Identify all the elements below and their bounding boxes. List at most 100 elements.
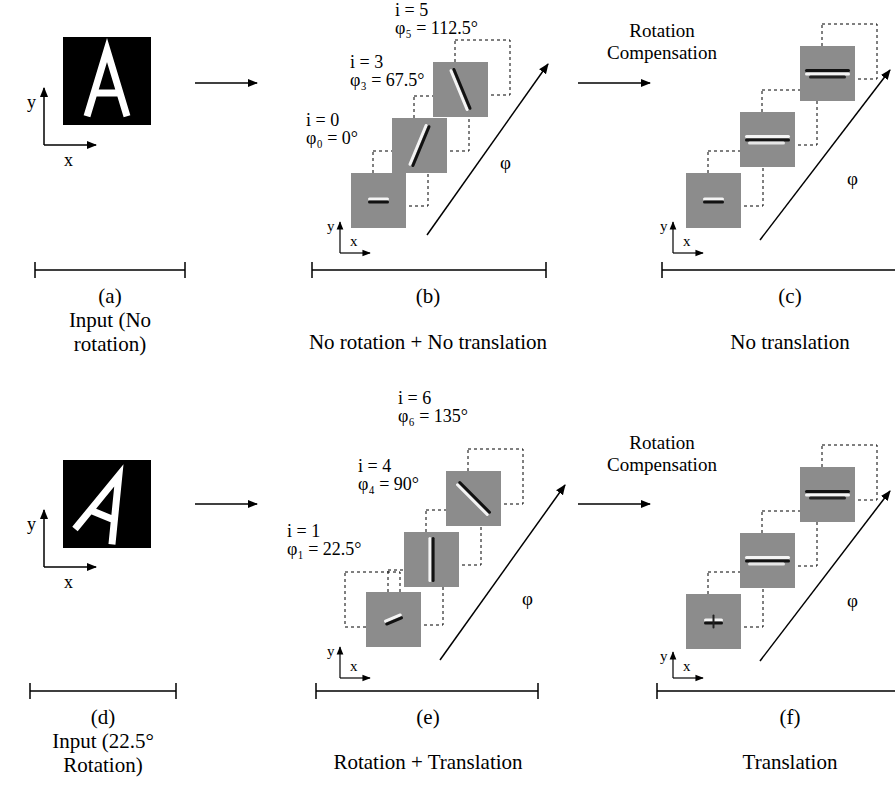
index-label: i = 0 <box>306 110 339 131</box>
letter-a-rotated <box>77 468 136 541</box>
bar-dark <box>807 69 849 72</box>
x-axis <box>44 144 96 146</box>
axis-label: x <box>683 658 691 675</box>
index-label: i = 6 <box>398 388 431 409</box>
bar-light <box>747 556 789 559</box>
axis-label: y <box>660 218 668 235</box>
response-map <box>686 594 741 649</box>
map-ground <box>740 112 795 167</box>
panel-bar <box>662 262 895 278</box>
bar-light <box>705 197 723 200</box>
panel-bar <box>35 262 185 278</box>
x-axis <box>340 252 370 253</box>
y-axis <box>43 88 45 145</box>
bar-dark <box>432 539 435 581</box>
response-map <box>686 173 741 228</box>
flow-arrow <box>195 82 257 84</box>
edge-bar <box>410 125 429 165</box>
y-axis <box>43 510 45 567</box>
angle-label: φ₃ = 67.5° <box>350 70 425 91</box>
bar-dark <box>811 497 845 500</box>
x-axis <box>44 566 96 568</box>
response-map <box>392 118 447 173</box>
edge-bar <box>430 539 433 581</box>
axis-label: x <box>350 233 358 250</box>
edge-bar <box>458 483 490 515</box>
bar-light <box>807 72 849 75</box>
y-axis <box>672 652 673 678</box>
input-image <box>63 37 151 125</box>
axis-label: y <box>327 218 335 235</box>
bar-light <box>451 71 467 110</box>
panel-caption: Input (22.5° Rotation) <box>18 729 188 777</box>
axis-label: y <box>327 643 335 660</box>
scale-bars <box>30 262 895 699</box>
y-axis <box>339 647 340 678</box>
y-axis <box>339 222 340 253</box>
edge-bar <box>705 199 723 202</box>
panel-caption: Rotation + Translation <box>333 750 522 774</box>
map-ground <box>433 62 488 117</box>
panel-letter: (a) <box>98 284 121 308</box>
response-map <box>446 471 501 526</box>
panel-caption: No rotation + No translation <box>309 330 547 354</box>
bar-dark <box>370 201 388 204</box>
bar-light <box>750 142 784 145</box>
angle-label: φ₅ = 112.5° <box>395 18 478 39</box>
axis-label: x <box>683 233 691 250</box>
map-ground <box>800 46 855 101</box>
bar-light <box>747 135 789 138</box>
angle-label: φ₁ = 22.5° <box>287 539 362 560</box>
edge-bar <box>807 71 849 78</box>
bar-dark <box>387 618 402 624</box>
map-ground <box>392 118 447 173</box>
response-map <box>404 532 459 587</box>
angle-label: φ₀ = 0° <box>306 128 358 149</box>
y-axis <box>672 222 673 253</box>
angle-label: φ₄ = 90° <box>358 474 419 495</box>
input-image <box>63 460 151 548</box>
bar-light <box>428 539 431 581</box>
axis-label: φ <box>522 588 533 610</box>
edge-bar <box>747 558 789 565</box>
panel-bar <box>312 262 546 278</box>
map-ground <box>404 532 459 587</box>
bar-light <box>750 563 784 566</box>
letter-a-strokes <box>88 50 126 113</box>
angle-axis <box>760 70 890 240</box>
panel-caption: No translation <box>730 330 850 354</box>
index-label: i = 5 <box>395 0 428 21</box>
axis-label: x <box>64 150 73 171</box>
index-label: i = 3 <box>350 52 383 73</box>
edge-bar <box>451 69 470 109</box>
axis-label: φ <box>847 168 858 190</box>
bar-light <box>410 125 426 164</box>
panel-letter: (f) <box>780 705 801 729</box>
edge-bar <box>747 137 789 144</box>
axis-label: φ <box>847 590 858 612</box>
panel-letter: (e) <box>416 705 439 729</box>
map-ground <box>740 533 795 588</box>
panel-bar <box>30 683 176 699</box>
letter-a <box>88 50 126 113</box>
x-axis <box>340 677 370 678</box>
flow-arrow <box>578 503 650 505</box>
edge-bar <box>385 615 401 624</box>
letter-a-strokes <box>77 468 136 541</box>
axis-label: x <box>350 658 358 675</box>
bar-light <box>458 485 488 515</box>
x-axis <box>673 677 703 678</box>
map-ground <box>446 471 501 526</box>
axis-label: y <box>27 92 36 113</box>
flow-arrow <box>578 82 650 84</box>
response-map <box>740 112 795 167</box>
angle-axis <box>440 485 565 660</box>
bar-dark <box>747 138 789 141</box>
edge-bar <box>706 616 722 628</box>
bar-light <box>807 493 849 496</box>
map-ground <box>351 173 406 228</box>
axis-label: x <box>64 572 73 593</box>
panel-bar <box>657 683 895 699</box>
bar-light <box>370 197 388 200</box>
map-ground <box>366 592 421 647</box>
